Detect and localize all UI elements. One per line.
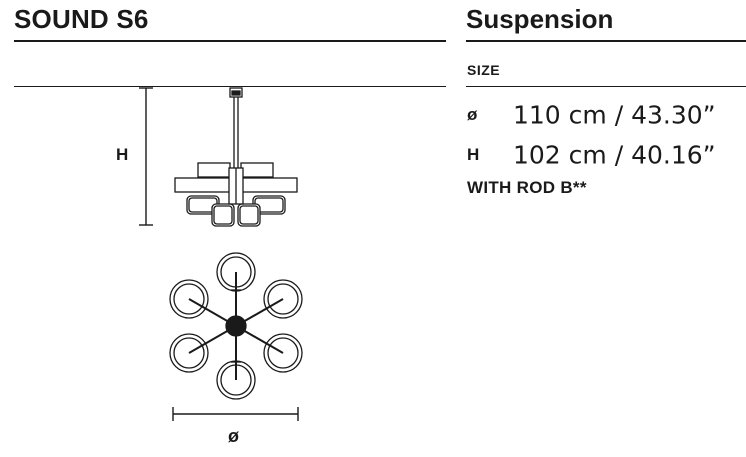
height-symbol: H	[467, 145, 480, 165]
spec-rule	[466, 86, 746, 87]
rod-note: WITH ROD B**	[467, 178, 587, 197]
header-rule-right	[466, 40, 746, 42]
diameter-value: 110 cm / 43.30”	[513, 100, 716, 130]
height-value: 102 cm / 40.16”	[513, 140, 716, 170]
product-type: Suspension	[466, 4, 614, 34]
ceiling-line	[14, 86, 446, 87]
diameter-dimension-label: ø	[228, 426, 239, 446]
product-name: SOUND S6	[14, 4, 149, 34]
diameter-symbol: ø	[467, 105, 478, 125]
side-view-lamp-icon	[174, 87, 298, 227]
height-dimension-label: H	[116, 145, 129, 164]
header-rule-left	[14, 40, 446, 42]
diameter-dimension-line	[172, 407, 299, 421]
height-dimension-line	[139, 87, 153, 226]
size-section-label: SIZE	[467, 62, 501, 78]
diameter-spec: ø 110 cm / 43.30”	[467, 98, 716, 130]
height-spec: H 102 cm / 40.16”	[467, 138, 716, 170]
top-view-lamp-icon	[169, 252, 303, 400]
